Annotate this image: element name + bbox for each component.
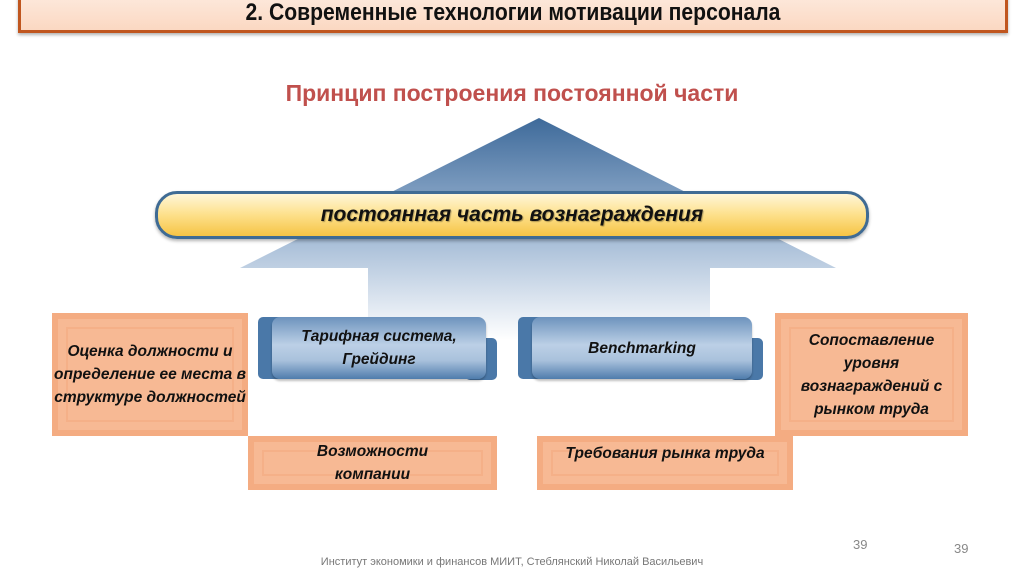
slide-title: 2. Современные технологии мотивации перс…: [245, 0, 781, 26]
company-capabilities-label: Возможности компании: [316, 443, 429, 483]
market-comparison-box: Сопоставление уровня вознаграждений с ры…: [775, 313, 968, 436]
page-number-outer: 39: [954, 541, 969, 556]
diagram-subtitle: Принцип построения постоянной части: [285, 80, 739, 106]
market-comparison-label: Сопоставление уровня вознаграждений с ры…: [800, 331, 943, 418]
fixed-reward-label: постоянная часть вознаграждения: [320, 203, 704, 226]
benchmarking-label: Benchmarking: [588, 339, 696, 357]
fixed-reward-band: постоянная часть вознаграждения: [155, 191, 869, 239]
title-bar: 2. Современные технологии мотивации перс…: [18, 0, 1008, 33]
tariff-grading-box: Тарифная система, Грейдинг: [272, 317, 486, 379]
footer-credit: Институт экономики и финансов МИИТ, Стеб…: [320, 556, 704, 568]
job-evaluation-label: Оценка должности и определение ее места …: [54, 343, 246, 406]
tariff-grading-label: Тарифная система, Грейдинг: [301, 328, 457, 368]
labor-market-box: Требования рынка труда: [537, 436, 793, 490]
company-capabilities-box: Возможности компании: [248, 436, 497, 490]
benchmarking-box: Benchmarking: [532, 317, 752, 379]
page-number-inner: 39: [853, 537, 868, 552]
labor-market-label: Требования рынка труда: [565, 445, 765, 462]
job-evaluation-box: Оценка должности и определение ее места …: [52, 313, 248, 436]
